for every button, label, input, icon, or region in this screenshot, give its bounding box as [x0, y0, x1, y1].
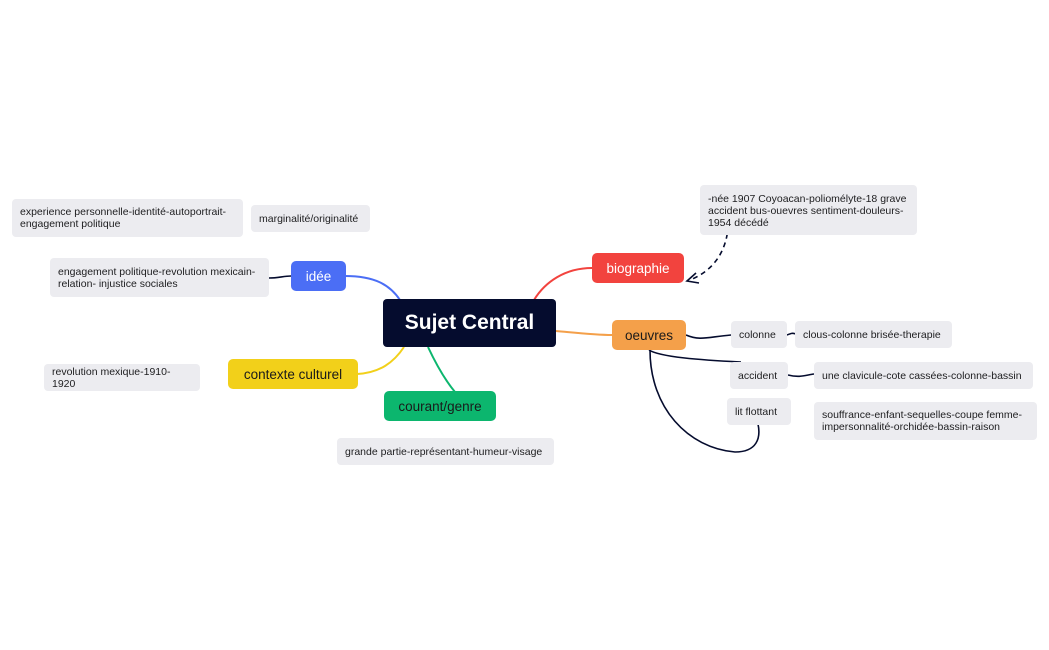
branch-idee[interactable]: idée [291, 261, 346, 291]
note-lit-flottant[interactable]: lit flottant [727, 398, 791, 425]
link-central-contexte [356, 346, 405, 375]
note-engagement[interactable]: engagement politique-revolution mexicain… [50, 258, 269, 297]
note-clous[interactable]: clous-colonne brisée-therapie [795, 321, 952, 348]
branch-oeuvres[interactable]: oeuvres [612, 320, 686, 350]
note-experience[interactable]: experience personnelle-identité-autoport… [12, 199, 243, 237]
note-marginalite[interactable]: marginalité/originalité [251, 205, 370, 232]
note-biographie-detail[interactable]: -née 1907 Coyoacan-poliomélyte-18 grave … [700, 185, 917, 235]
note-souffrance[interactable]: souffrance-enfant-sequelles-coupe femme-… [814, 402, 1037, 440]
link-oeuvres-accident [648, 349, 742, 363]
link-accident-clavicule [787, 373, 815, 378]
branch-biographie[interactable]: biographie [592, 253, 684, 283]
link-idee-engagement [268, 275, 292, 279]
note-grande-partie[interactable]: grande partie-représentant-humeur-visage [337, 438, 554, 465]
branch-courant-genre[interactable]: courant/genre [384, 391, 496, 421]
link-oeuvres-lit [649, 349, 760, 453]
link-oeuvres-colonne [685, 334, 732, 339]
link-central-oeuvres [555, 330, 613, 336]
note-accident[interactable]: accident [730, 362, 788, 389]
note-revolution[interactable]: revolution mexique-1910-1920 [44, 364, 200, 391]
branch-contexte-culturel[interactable]: contexte culturel [228, 359, 358, 389]
link-bio-detail-arrow [685, 272, 700, 284]
link-central-courant [427, 346, 456, 393]
link-central-idee [344, 275, 401, 301]
central-topic[interactable]: Sujet Central [383, 299, 556, 347]
note-clavicule[interactable]: une clavicule-cote cassées-colonne-bassi… [814, 362, 1033, 389]
note-colonne[interactable]: colonne [731, 321, 787, 348]
link-central-biographie [533, 267, 593, 301]
